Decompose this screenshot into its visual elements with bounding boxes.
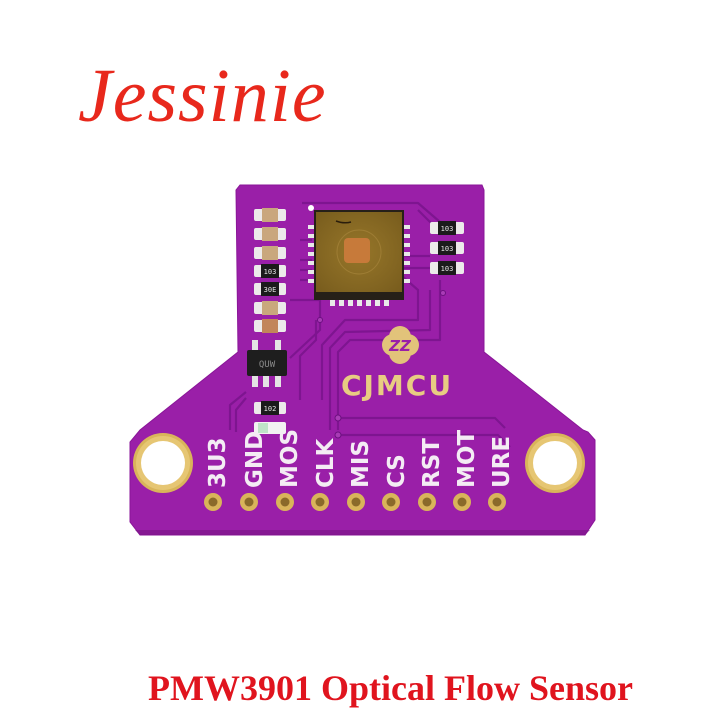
product-caption: PMW3901 Optical Flow Sensor	[148, 668, 633, 708]
fiducial-hole	[308, 205, 314, 211]
led	[254, 422, 286, 434]
svg-text:30E: 30E	[264, 286, 277, 294]
svg-text:103: 103	[441, 225, 454, 233]
svg-text:QUW: QUW	[259, 360, 276, 370]
capacitor	[254, 227, 286, 241]
pin-label-rst: RST	[419, 438, 445, 488]
pin-labels: 3U3 GND MOS CLK MIS CS RST MOT URE	[205, 429, 515, 488]
cjmcu-logo: ZZ CJMCU	[341, 326, 453, 402]
left-smd-components: 103 30E	[254, 208, 286, 333]
voltage-regulator-chip: QUW	[247, 340, 287, 387]
pcb-traces	[228, 201, 511, 448]
mounting-hole-right	[525, 433, 585, 493]
svg-text:ZZ: ZZ	[388, 337, 412, 355]
capacitor	[254, 301, 286, 315]
svg-text:103: 103	[441, 265, 454, 273]
resistor: 30E	[254, 282, 286, 296]
vias	[317, 290, 446, 439]
pin-label-miso: MIS	[348, 440, 374, 488]
svg-text:103: 103	[264, 268, 277, 276]
pin-label-cs: CS	[384, 454, 410, 488]
capacitor	[254, 246, 286, 260]
pin-label-gnd: GND	[242, 431, 268, 488]
pin-label-clk: CLK	[313, 437, 339, 488]
svg-text:CJMCU: CJMCU	[341, 369, 453, 402]
pin-header-pads	[204, 493, 506, 511]
resistor: 102	[254, 401, 286, 415]
resistor: 103	[254, 264, 286, 278]
svg-text:103: 103	[441, 245, 454, 253]
capacitor	[254, 319, 286, 333]
capacitor	[254, 208, 286, 222]
pin-label-vre: URE	[489, 436, 515, 488]
pcb-outline	[129, 184, 596, 536]
pin-label-mosi: MOS	[277, 429, 303, 488]
logo-emblem-icon	[382, 326, 419, 364]
pin-label-mot: MOT	[454, 430, 480, 488]
svg-text:102: 102	[264, 405, 277, 413]
pin-label-3v3: 3U3	[205, 437, 231, 488]
optical-flow-sensor-chip	[308, 210, 410, 306]
resistor: 103	[430, 261, 464, 275]
resistor: 103	[430, 221, 464, 235]
brand-watermark: Jessinie	[78, 54, 327, 138]
resistor: 103	[430, 241, 464, 255]
right-smd-resistors: 103 103 103	[430, 221, 464, 275]
mounting-hole-left	[133, 433, 193, 493]
